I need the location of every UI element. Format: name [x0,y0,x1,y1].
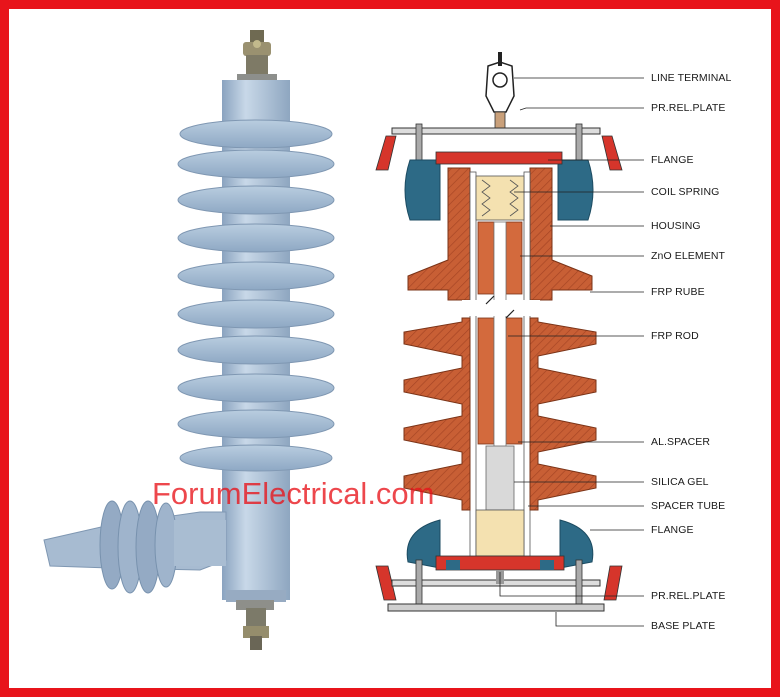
label-base-plate: BASE PLATE [651,620,716,632]
zno-elements [477,221,523,445]
label-al-spacer: AL.SPACER [651,436,711,448]
bottom-flange-right [559,519,594,569]
line-terminal-clamp [485,52,515,129]
label-pr-rel-plate-top: PR.REL.PLATE [651,102,726,114]
leader-lines [499,77,644,627]
label-frp-rube: FRP RUBE [651,286,705,298]
label-coil-spring: COIL SPRING [651,186,720,198]
label-line-terminal: LINE TERMINAL [651,72,732,84]
silica-gel [485,445,515,511]
mounting-bracket [43,500,227,594]
top-pr-rel-plate [391,127,601,135]
cross-section-drawing [375,52,623,612]
label-spacer-tube: SPACER TUBE [651,500,726,512]
watermark-text: ForumElectrical.com [152,476,435,511]
label-silica-gel: SILICA GEL [651,476,709,488]
bottom-terminal [236,600,274,650]
arrester-sheds [177,119,335,472]
bottom-flange-left [406,519,441,569]
arrester-photo [43,30,335,650]
housing-lower [403,317,597,511]
label-housing: HOUSING [651,220,701,232]
top-flange-left [404,159,441,221]
label-pr-rel-plate-bottom: PR.REL.PLATE [651,590,726,602]
label-flange-top: FLANGE [651,154,694,166]
label-flange-bottom: FLANGE [651,524,694,536]
coil-spring-area [475,175,525,221]
top-terminal [237,30,277,84]
base-plate [387,603,605,612]
label-frp-rod: FRP ROD [651,330,699,342]
spacer-tube-area [475,509,525,557]
label-zno-element: ZnO ELEMENT [651,250,726,262]
top-flange-right [557,159,594,221]
